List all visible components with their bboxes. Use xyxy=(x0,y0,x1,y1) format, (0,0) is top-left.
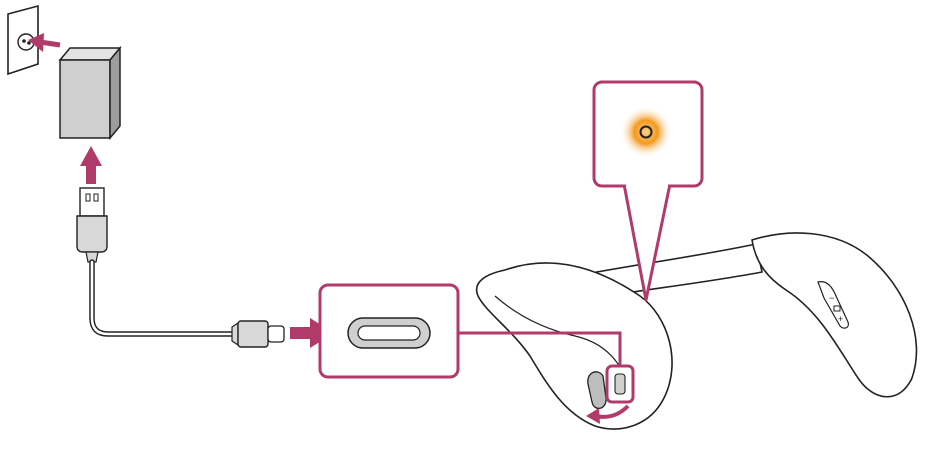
adapter-icon xyxy=(58,45,122,141)
charge-indicator-light xyxy=(620,106,672,158)
usb-c-plug-icon xyxy=(231,320,285,348)
open-cover-arrow-icon xyxy=(586,404,630,424)
usb-c-port-callout xyxy=(318,283,635,404)
charge-indicator-callout xyxy=(592,80,704,302)
arrow-icon xyxy=(28,33,61,52)
svg-text:+: + xyxy=(838,314,843,324)
neckband-speaker: − + xyxy=(475,232,918,430)
arrow-icon xyxy=(80,146,102,184)
usb-cable xyxy=(89,259,235,337)
outlet-icon xyxy=(7,4,39,76)
svg-text:−: − xyxy=(829,293,834,303)
usb-a-plug-icon xyxy=(76,187,108,263)
usb-c-port-icon xyxy=(347,317,431,349)
